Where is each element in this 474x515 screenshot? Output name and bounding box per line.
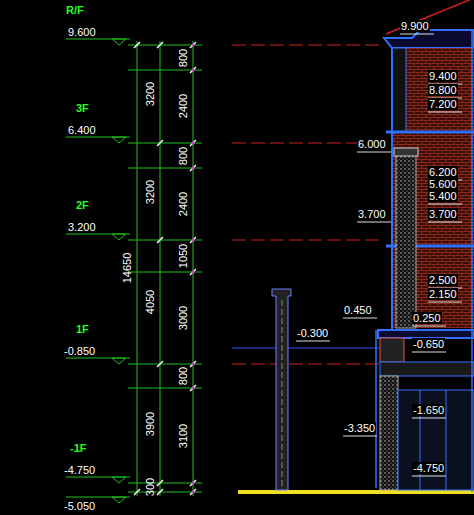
elevation-label: -0.850 [64, 345, 95, 357]
elevation-marks [296, 34, 462, 476]
elevation-label: 9.600 [68, 26, 96, 38]
elevation-label: -0.300 [296, 327, 329, 339]
floor-name: -1F [70, 442, 87, 454]
dimension-text: 3000 [177, 306, 189, 330]
level-triangle [112, 497, 126, 503]
vent-pipe-axis [282, 300, 283, 488]
dimension-text: 300 [144, 478, 156, 496]
dimension-text: 1050 [177, 244, 189, 268]
floor-name: 3F [76, 102, 89, 114]
dimension-ticks [157, 42, 163, 495]
elevation-label: 3.700 [428, 208, 458, 220]
ground-line [238, 490, 474, 494]
elevation-label: 6.000 [357, 138, 387, 150]
elevation-label: 3.700 [357, 208, 387, 220]
elevation-label: -0.650 [412, 338, 445, 350]
elevation-label: 6.200 [428, 166, 458, 178]
elevation-label: 2.150 [428, 288, 458, 300]
dimension-line [160, 41, 161, 496]
level-triangle [112, 234, 126, 240]
floor-name: 1F [76, 323, 89, 335]
level-triangle [112, 477, 126, 483]
elevation-label: 2.500 [428, 274, 458, 286]
elevation-label: 7.200 [428, 98, 458, 110]
dimension-ticks [134, 42, 140, 495]
elevation-label: -4.750 [64, 464, 95, 476]
ground-level-line [232, 348, 384, 349]
dimension-text: 800 [177, 147, 189, 165]
elevation-label: 5.600 [428, 178, 458, 190]
dimension-text: 14650 [121, 253, 133, 284]
dimension-text: 3900 [144, 412, 156, 436]
elevation-label: 8.800 [428, 84, 458, 96]
elevation-label: 3.200 [68, 221, 96, 233]
elevation-label: -3.350 [343, 422, 376, 434]
dimension-text: 800 [177, 49, 189, 67]
elevation-label: 9.400 [428, 70, 458, 82]
elevation-label: 5.400 [428, 190, 458, 202]
dimension-text: 2400 [177, 94, 189, 118]
dimension-text: 2400 [177, 192, 189, 216]
vent-pipe [272, 289, 291, 490]
dimension-text: 3200 [144, 82, 156, 106]
level-triangle [112, 358, 126, 364]
floor-name: 2F [76, 199, 89, 211]
dimension-text: 3100 [177, 424, 189, 448]
dimension-text: 800 [177, 367, 189, 385]
floor-name: R/F [66, 4, 84, 16]
dimension-text: 4050 [144, 290, 156, 314]
elevation-label: 9.900 [400, 20, 430, 32]
building-facade [376, 0, 474, 492]
elevation-label: -5.050 [64, 500, 95, 512]
elevation-label: -1.650 [412, 404, 445, 416]
dimension-text: 3200 [144, 180, 156, 204]
dimension-line [193, 41, 194, 496]
dimension-ticks [190, 42, 196, 495]
level-triangle [112, 39, 126, 45]
elevation-label: 0.250 [412, 312, 442, 324]
elevation-label: 0.450 [343, 304, 373, 316]
elevation-label: 6.400 [68, 124, 96, 136]
grid-dots [191, 43, 194, 493]
extension-lines [128, 45, 202, 492]
level-lines [232, 45, 384, 364]
level-triangle [112, 137, 126, 143]
elevation-label: -4.750 [412, 462, 445, 474]
dimension-line [137, 41, 138, 496]
